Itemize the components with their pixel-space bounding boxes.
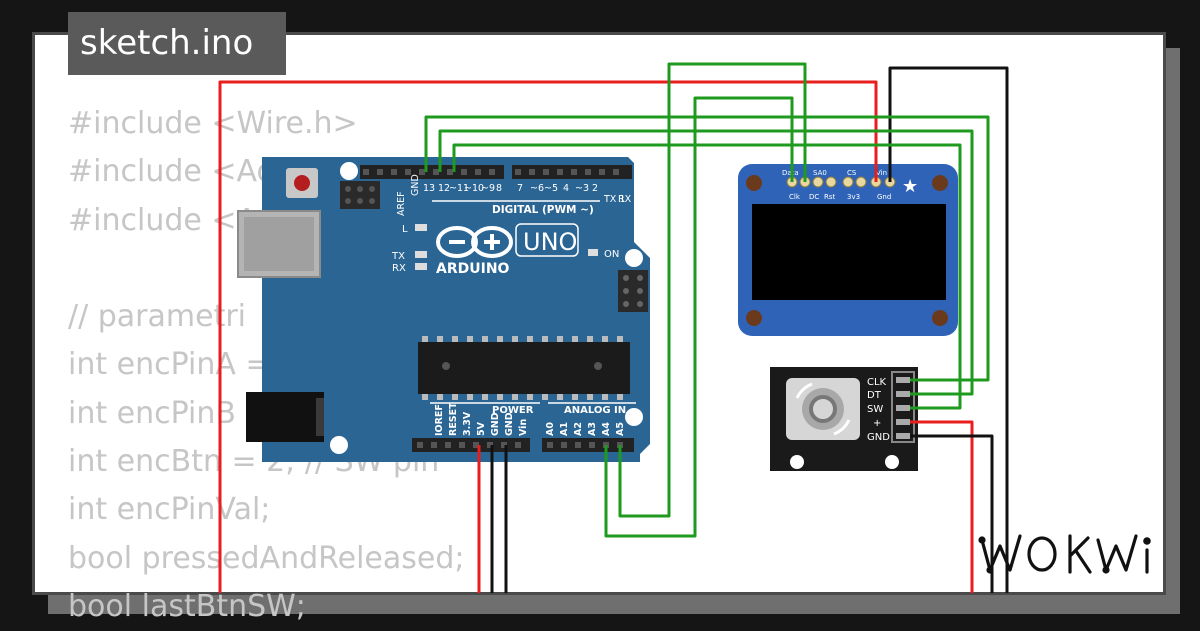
wire-red[interactable] [910, 420, 974, 600]
pin-label: GND [490, 412, 501, 436]
pin-label: ~10 [464, 183, 484, 194]
icsp-header-right [618, 270, 648, 312]
led-on [588, 249, 598, 256]
wire-green[interactable] [618, 62, 807, 518]
pin-label: A0 [545, 422, 556, 436]
mounting-hole [790, 455, 804, 469]
pin-label: 3.3V [462, 411, 473, 436]
mounting-hole [932, 175, 948, 191]
power-pin-header [412, 438, 530, 452]
pin-label: GND [504, 412, 515, 436]
pin-label: 2 [592, 183, 598, 194]
mounting-hole [932, 310, 948, 326]
oled-pin-label: Vin [876, 169, 887, 177]
mounting-hole [746, 175, 762, 191]
power-header-label: POWER [492, 405, 534, 416]
wire-green[interactable] [604, 96, 794, 538]
analog-header-label: ANALOG IN [564, 405, 626, 416]
pin-label: ~9 [481, 183, 495, 194]
pin-label: ~5 [544, 183, 558, 194]
oled-pin-label: CS [847, 169, 857, 177]
code-line: bool pressedAndReleased; [68, 540, 465, 576]
icsp-header-top [340, 181, 380, 209]
pin-label: A4 [601, 422, 612, 436]
oled-pin-label: Gnd [877, 193, 891, 201]
reset-button-cap[interactable] [294, 175, 310, 191]
mounting-hole [340, 162, 358, 180]
arduino-uno-board[interactable]: AREF GND 13 12 ~11 ~10 ~9 8 7 ~6 ~5 4 ~3… [237, 157, 650, 462]
encoder-pin-label: + [873, 418, 881, 429]
led-label: RX [392, 263, 406, 274]
wire-black[interactable] [888, 66, 1009, 600]
pin-label: TX 1 [603, 194, 625, 205]
analog-pin-header [542, 438, 634, 452]
encoder-pin-label: CLK [867, 377, 887, 388]
led-label: TX [391, 251, 405, 262]
oled-display-module[interactable]: ★ Data SA0 CS Vin Clk DC Rst 3v3 Gnd [738, 164, 958, 336]
star-icon: ★ [902, 176, 918, 197]
led-label: L [402, 224, 408, 235]
pin-label: 4 [563, 183, 569, 194]
pin-label: 12 [438, 183, 450, 194]
power-jack [246, 392, 324, 442]
wire-green[interactable] [424, 115, 990, 382]
atmega-chip [418, 336, 630, 400]
file-tab[interactable]: sketch.ino [68, 12, 286, 75]
pin-label: 7 [517, 183, 523, 194]
rotate-arrow-icon [795, 382, 813, 399]
pin-label: A2 [573, 422, 584, 436]
pin-label: ~11 [449, 183, 469, 194]
wokwi-logo [978, 534, 1151, 574]
pin-label: 8 [496, 183, 502, 194]
code-line: bool lastBtnSW; [68, 588, 306, 624]
encoder-pin-label: SW [867, 404, 883, 415]
digital-pin-header [360, 165, 632, 179]
pin-label: Vin [518, 419, 529, 436]
wire-green[interactable] [452, 143, 962, 410]
oled-pin-label: Rst [824, 193, 836, 201]
code-line: int encPinVal; [68, 492, 271, 528]
led-l [415, 224, 427, 231]
pin-label: ~3 [575, 183, 589, 194]
pin-label: AREF [396, 191, 407, 216]
oled-pin-label: DC [809, 193, 819, 201]
pin-label: ~6 [530, 183, 544, 194]
mounting-hole [625, 249, 643, 267]
wires [218, 62, 1009, 600]
model-label: UNO [523, 228, 577, 256]
pin-label: GND [410, 174, 421, 196]
arduino-wordmark: ARDUINO [436, 261, 510, 277]
oled-pin-label: Data [782, 169, 799, 177]
encoder-pin-label: DT [867, 390, 882, 401]
pin-label: A1 [559, 422, 570, 436]
oled-pin-label: 3v3 [847, 193, 860, 201]
oled-pin-label: SA0 [813, 169, 827, 177]
digital-header-label: DIGITAL (PWM ~) [492, 204, 594, 216]
arduino-logo [436, 226, 513, 258]
pin-label: RESET [448, 402, 459, 436]
rotate-arrow-icon [833, 419, 851, 436]
mounting-hole [746, 310, 762, 326]
oled-screen [752, 204, 946, 300]
led-label: ON [604, 249, 619, 260]
mounting-hole [330, 436, 348, 454]
pin-label: IOREF [434, 404, 445, 436]
wire-green[interactable] [438, 129, 974, 396]
wire-black[interactable] [910, 434, 994, 600]
rotary-encoder-module[interactable]: CLK DT SW + GND [770, 367, 918, 471]
pin-label: A3 [587, 422, 598, 436]
code-line: #include <Wire.h> [68, 106, 358, 141]
pin-label: A5 [615, 422, 626, 436]
pin-label: RX 0 [618, 194, 640, 205]
led-rx [415, 263, 427, 270]
pin-label: 5V [476, 421, 487, 436]
mounting-hole [885, 455, 899, 469]
encoder-pin-label: GND [867, 432, 890, 443]
pin-label: 13 [423, 183, 435, 194]
mounting-hole [625, 408, 643, 426]
oled-pin-label: Clk [789, 193, 801, 201]
led-tx [415, 251, 427, 258]
